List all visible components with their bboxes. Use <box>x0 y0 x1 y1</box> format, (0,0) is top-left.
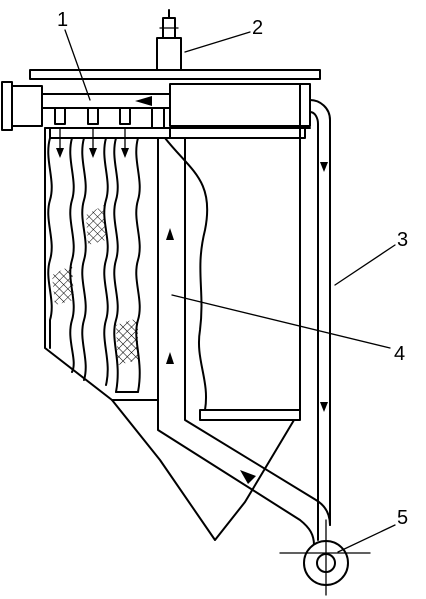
flow-arrow-left <box>135 96 152 106</box>
callout-3: 3 <box>397 229 408 251</box>
housing <box>44 127 301 541</box>
pulse-arrow <box>56 148 64 158</box>
blow-pipe-manifold <box>41 93 173 129</box>
inlet-flange <box>1 81 43 131</box>
flow-arrow-down <box>320 162 328 172</box>
pulse-arrow <box>121 148 129 158</box>
flow-arrow-down <box>320 402 328 412</box>
flow-arrow-diagonal <box>240 470 256 484</box>
bag-mesh <box>86 205 106 245</box>
callout-4: 4 <box>394 343 405 365</box>
leader-lines <box>64 29 396 553</box>
callout-5: 5 <box>397 507 408 529</box>
nozzle <box>54 107 66 125</box>
nozzle <box>119 107 131 125</box>
filter-bags <box>47 127 141 393</box>
bag-mesh <box>116 318 138 365</box>
tube-sheet <box>44 127 311 139</box>
pulse-arrow <box>89 148 97 158</box>
exhaust-outlet <box>156 9 182 71</box>
clean-chamber-curtain <box>164 137 209 411</box>
fan <box>279 519 371 596</box>
callout-1: 1 <box>57 9 68 31</box>
lower-duct <box>157 399 331 546</box>
nozzle <box>87 107 99 125</box>
top-plate <box>29 69 321 80</box>
callout-2: 2 <box>252 17 263 39</box>
inner-duct <box>157 137 186 401</box>
bag-mesh <box>52 265 74 305</box>
nozzle <box>151 107 165 129</box>
return-pipe <box>309 99 331 541</box>
flow-arrow-up <box>166 352 174 364</box>
header-box <box>169 83 311 127</box>
flow-arrow-up <box>166 228 174 240</box>
